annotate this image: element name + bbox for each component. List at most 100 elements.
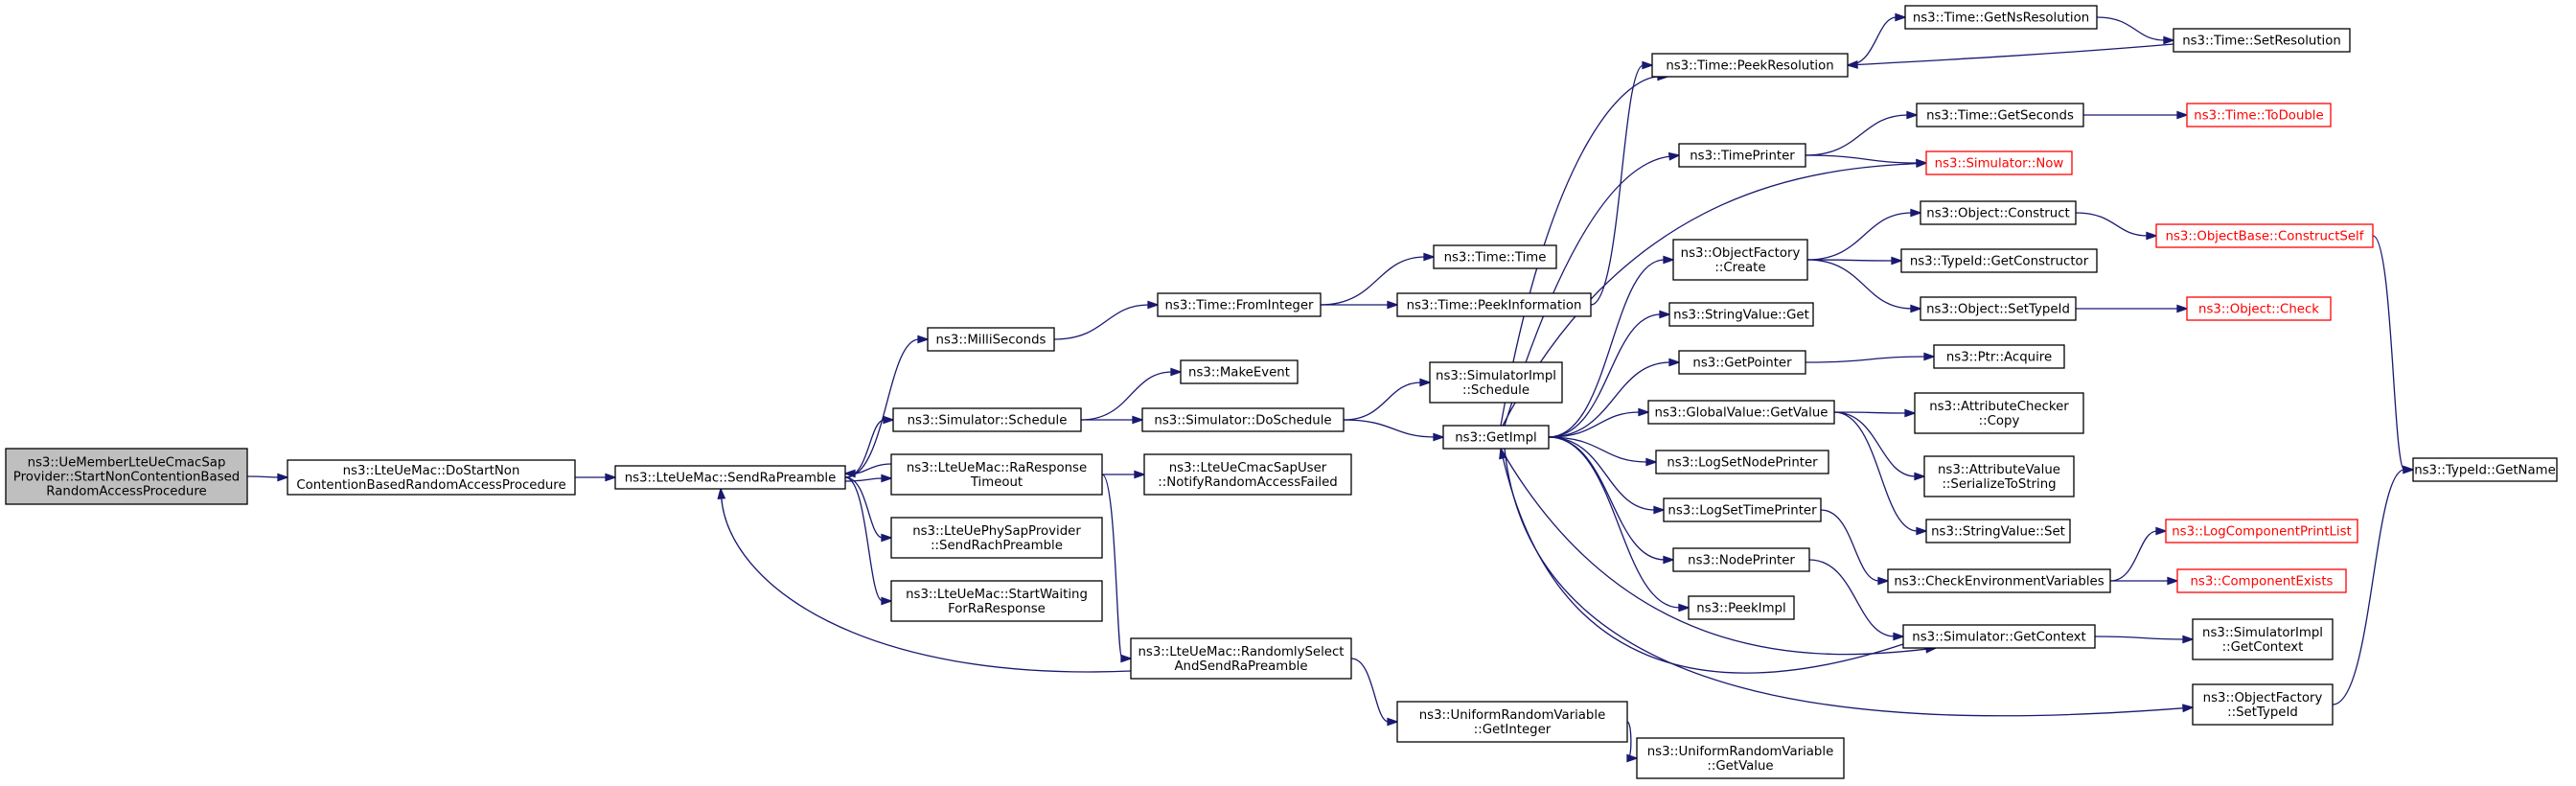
node-box (1678, 350, 1806, 375)
graph-node-attrCopy[interactable]: ns3::AttributeChecker::Copy (1914, 392, 2084, 434)
graph-node-timeTime[interactable]: ns3::Time::Time (1433, 244, 1557, 269)
node-box (1920, 200, 2077, 225)
call-edges (246, 12, 2415, 763)
graph-node-logCompPrint[interactable]: ns3::LogComponentPrintList (2165, 519, 2358, 543)
edge-uniGetInt-to-uniGetVal (1626, 721, 1639, 763)
node-label: ns3::Time::SetResolution (2182, 35, 2341, 49)
graph-node-objConstruct[interactable]: ns3::Object::Construct (1920, 200, 2077, 225)
node-box (2186, 296, 2332, 321)
graph-node-ofSetTypeId[interactable]: ns3::ObjectFactory::SetTypeId (2192, 683, 2334, 726)
graph-node-simNow[interactable]: ns3::Simulator::Now (1925, 150, 2073, 175)
node-label: ::Create (1714, 261, 1765, 275)
graph-node-strValSet[interactable]: ns3::StringValue::Set (1925, 519, 2071, 543)
graph-node-attrSer[interactable]: ns3::AttributeValue::SerializeToString (1923, 455, 2075, 497)
node-label: Provider::StartNonContentionBased (13, 471, 240, 485)
edge-getImpl-to-strValGet (1548, 310, 1671, 438)
node-label: ns3::TimePrinter (1690, 150, 1795, 164)
edge-getImpl-to-getPointer (1548, 358, 1681, 438)
graph-node-fromInt[interactable]: ns3::Time::FromInteger (1157, 292, 1322, 317)
graph-node-peekInfo[interactable]: ns3::Time::PeekInformation (1396, 292, 1592, 317)
graph-node-root[interactable]: ns3::UeMemberLteUeCmacSapProvider::Start… (5, 448, 248, 505)
graph-node-getPointer[interactable]: ns3::GetPointer (1678, 350, 1806, 375)
graph-node-randSel[interactable]: ns3::LteUeMac::RandomlySelectAndSendRaPr… (1130, 637, 1352, 680)
node-label: ns3::LteUeMac::StartWaiting (906, 588, 1088, 602)
node-label: ns3::TypeId::GetConstructor (1910, 255, 2089, 269)
graph-node-getImpl[interactable]: ns3::GetImpl (1442, 425, 1550, 450)
edge-peekRes-to-getNsRes (1847, 12, 1907, 66)
node-box (1933, 344, 2065, 369)
edge-timePrinter-to-simNow (1805, 154, 1928, 168)
edge-gvGetValue-to-strValSet (1833, 411, 1928, 536)
node-label: ns3::Object::Check (2198, 303, 2319, 317)
edge-sendRa-to-startWait (844, 476, 893, 606)
edge-raResp-to-randSel (1101, 474, 1133, 663)
node-box (1925, 150, 2073, 175)
node-box (892, 407, 1082, 432)
graph-node-uniGetInt[interactable]: ns3::UniformRandomVariable::GetInteger (1396, 701, 1628, 743)
graph-node-objSetTypeId[interactable]: ns3::Object::SetTypeId (1920, 296, 2077, 321)
node-label: ForRaResponse (948, 602, 1046, 616)
graph-node-sendRach[interactable]: ns3::LteUePhySapProvider::SendRachPreamb… (890, 517, 1103, 559)
graph-node-doSchedule[interactable]: ns3::Simulator::DoSchedule (1141, 407, 1345, 432)
node-label: ns3::AttributeValue (1938, 463, 2060, 477)
edge-raResp-to-sendRa (843, 463, 892, 478)
node-label: ::GetValue (1707, 759, 1773, 774)
node-box (1442, 425, 1550, 450)
graph-node-makeEvent[interactable]: ns3::MakeEvent (1180, 359, 1299, 384)
graph-node-checkEnv[interactable]: ns3::CheckEnvironmentVariables (1887, 568, 2111, 593)
graph-node-setRes[interactable]: ns3::Time::SetResolution (2173, 28, 2351, 53)
graph-node-nodePrinter[interactable]: ns3::NodePrinter (1672, 547, 1810, 572)
graph-node-implGetCtx[interactable]: ns3::SimulatorImpl::GetContext (2192, 618, 2334, 660)
node-label: AndSendRaPreamble (1174, 659, 1307, 674)
graph-node-implSched[interactable]: ns3::SimulatorImpl::Schedule (1429, 361, 1563, 404)
graph-node-objFactCreate[interactable]: ns3::ObjectFactory::Create (1672, 239, 1808, 281)
graph-node-typeIdGetName[interactable]: ns3::TypeId::GetName (2412, 457, 2558, 482)
node-label: ns3::AttributeChecker (1929, 400, 2069, 414)
graph-node-getNsRes[interactable]: ns3::Time::GetNsResolution (1904, 5, 2098, 30)
graph-node-doStart[interactable]: ns3::LteUeMac::DoStartNonContentionBased… (287, 459, 576, 496)
graph-node-logSetNode[interactable]: ns3::LogSetNodePrinter (1655, 450, 1829, 474)
node-box (1636, 737, 1845, 779)
node-label: ns3::UniformRandomVariable (1419, 708, 1606, 723)
graph-node-timePrinter[interactable]: ns3::TimePrinter (1678, 143, 1806, 168)
node-label: ns3::StringValue::Get (1673, 309, 1809, 323)
node-label: ns3::Simulator::Schedule (908, 414, 1068, 428)
node-label: ns3::LteUeMac::DoStartNon (343, 464, 520, 478)
node-label: ns3::Object::Construct (1926, 207, 2069, 221)
graph-node-logSetTime[interactable]: ns3::LogSetTimePrinter (1663, 497, 1822, 522)
edge-getSeconds-to-toDouble (2083, 110, 2189, 120)
graph-node-strValGet[interactable]: ns3::StringValue::Get (1668, 302, 1814, 327)
node-label: ns3::LteUeMac::RandomlySelect (1138, 645, 1344, 659)
node-label: ns3::LogSetTimePrinter (1668, 504, 1817, 519)
node-box (5, 448, 248, 505)
graph-node-toDouble[interactable]: ns3::Time::ToDouble (2186, 103, 2332, 127)
node-box (2192, 618, 2334, 660)
edge-raResp-to-notify (1102, 470, 1146, 479)
edge-simSchedule-to-doSchedule (1080, 415, 1144, 425)
graph-node-getSeconds[interactable]: ns3::Time::GetSeconds (1916, 103, 2084, 127)
graph-node-notify[interactable]: ns3::LteUeCmacSapUser::NotifyRandomAcces… (1143, 453, 1352, 496)
graph-node-gvGetValue[interactable]: ns3::GlobalValue::GetValue (1647, 400, 1835, 425)
graph-node-compExists[interactable]: ns3::ComponentExists (2176, 568, 2347, 593)
edge-milli-to-fromInt (1053, 300, 1160, 340)
node-box (1433, 244, 1557, 269)
edge-getImpl-to-nodePrinter (1548, 436, 1675, 565)
graph-node-ptrAcquire[interactable]: ns3::Ptr::Acquire (1933, 344, 2065, 369)
graph-node-sendRa[interactable]: ns3::LteUeMac::SendRaPreamble (614, 465, 846, 490)
graph-node-simSchedule[interactable]: ns3::Simulator::Schedule (892, 407, 1082, 432)
graph-node-objBaseCS[interactable]: ns3::ObjectBase::ConstructSelf (2155, 223, 2374, 248)
graph-node-getCtor[interactable]: ns3::TypeId::GetConstructor (1900, 248, 2098, 273)
edge-nodePrinter-to-simGetCtx (1808, 559, 1905, 641)
graph-node-peekRes[interactable]: ns3::Time::PeekResolution (1651, 53, 1849, 78)
graph-node-uniGetVal[interactable]: ns3::UniformRandomVariable::GetValue (1636, 737, 1845, 779)
graph-node-milli[interactable]: ns3::MilliSeconds (927, 327, 1055, 352)
edge-logSetTime-to-checkEnv (1820, 509, 1890, 586)
node-label: ns3::Simulator::GetContext (1912, 631, 2085, 645)
graph-node-simGetCtx[interactable]: ns3::Simulator::GetContext (1902, 624, 2096, 649)
edge-simSchedule-to-makeEvent (1080, 367, 1183, 421)
graph-node-peekImpl[interactable]: ns3::PeekImpl (1688, 595, 1795, 620)
graph-node-objCheck[interactable]: ns3::Object::Check (2186, 296, 2332, 321)
node-label: ns3::LteUePhySapProvider (912, 524, 1081, 539)
